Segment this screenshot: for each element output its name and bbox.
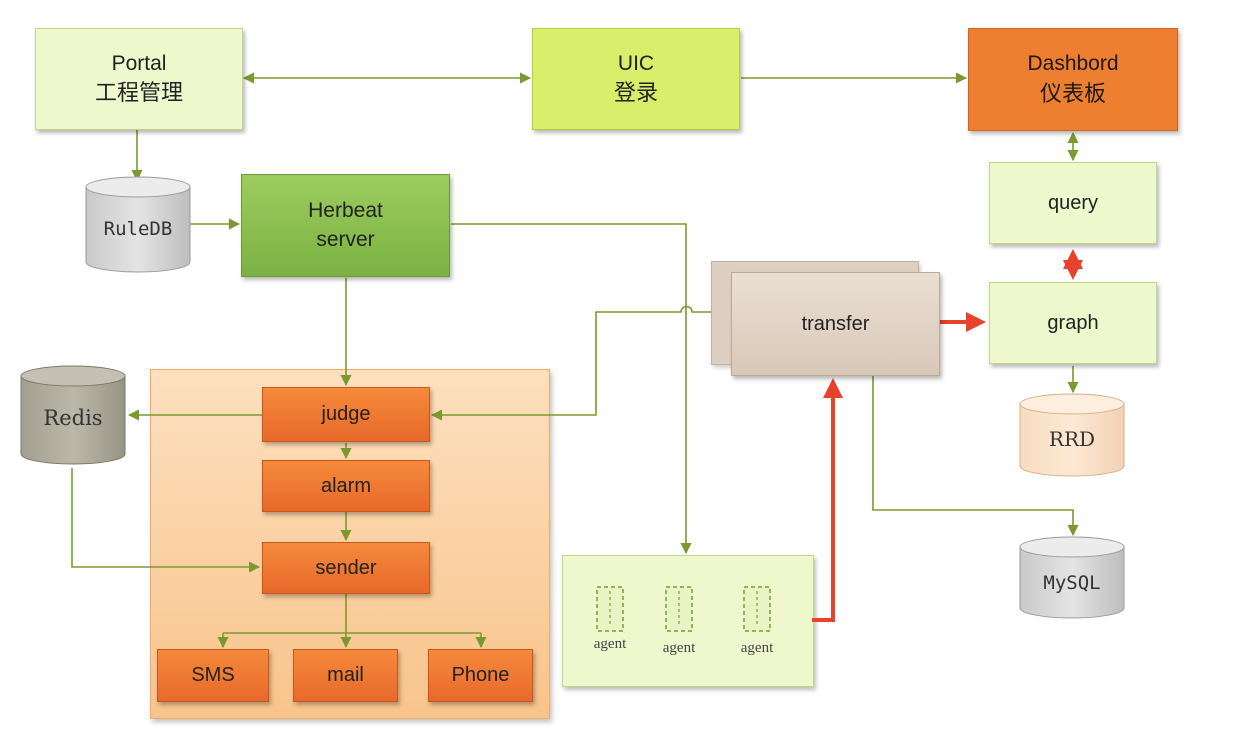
agent-label: agent [740,640,774,656]
herbeat-line1: Herbeat [308,199,383,223]
agent-icon [743,586,771,632]
redis-label: Redis [43,406,103,430]
rrd-cylinder [1019,393,1125,477]
ruledb-cylinder [85,176,191,273]
dashbord-subtitle: 仪表板 [1039,80,1106,106]
portal-node: Portal 工程管理 [35,28,243,130]
mail-label: mail [327,664,364,686]
herbeat-line2: server [316,227,375,251]
herbeat-server-node: Herbeat server [241,174,450,277]
mysql-cylinder [1019,536,1125,619]
portal-title: Portal [111,51,167,75]
uic-title: UIC [617,51,655,75]
transfer-label: transfer [801,312,870,335]
ruledb-label: RuleDB [103,218,173,240]
uic-node: UIC 登录 [532,28,740,130]
sender-label: sender [315,556,377,579]
agent-transfer-arrow [812,378,843,622]
alarm-node: alarm [262,460,430,512]
sms-label: SMS [191,664,235,686]
redis-cylinder [20,365,126,465]
judge-node: judge [262,387,430,442]
portal-subtitle: 工程管理 [94,80,183,106]
mysql-label: MySQL [1043,572,1101,594]
herbeat-agent-connector [451,223,692,555]
query-label: query [1047,191,1099,214]
agent-label: agent [662,640,696,656]
sms-node: SMS [157,649,269,702]
mail-node: mail [293,649,398,702]
rrd-label: RRD [1048,427,1096,451]
phone-label: Phone [451,664,510,686]
transfer-node: transfer [731,272,940,376]
transfer-judge-connector [430,305,712,421]
query-node: query [989,162,1157,244]
agent-icon [665,586,693,632]
transfer-mysql-connector [872,376,1079,537]
redis-sender-connector [71,468,261,573]
judge-label: judge [321,403,371,425]
dashbord-node: Dashbord 仪表板 [968,28,1178,131]
graph-label: graph [1047,311,1099,334]
sender-node: sender [262,542,430,594]
agent-label: agent [593,636,627,652]
uic-subtitle: 登录 [613,80,658,106]
phone-node: Phone [428,649,533,702]
alarm-label: alarm [320,474,371,497]
graph-node: graph [989,282,1157,364]
dashbord-title: Dashbord [1027,52,1119,76]
agent-icon [596,586,624,632]
